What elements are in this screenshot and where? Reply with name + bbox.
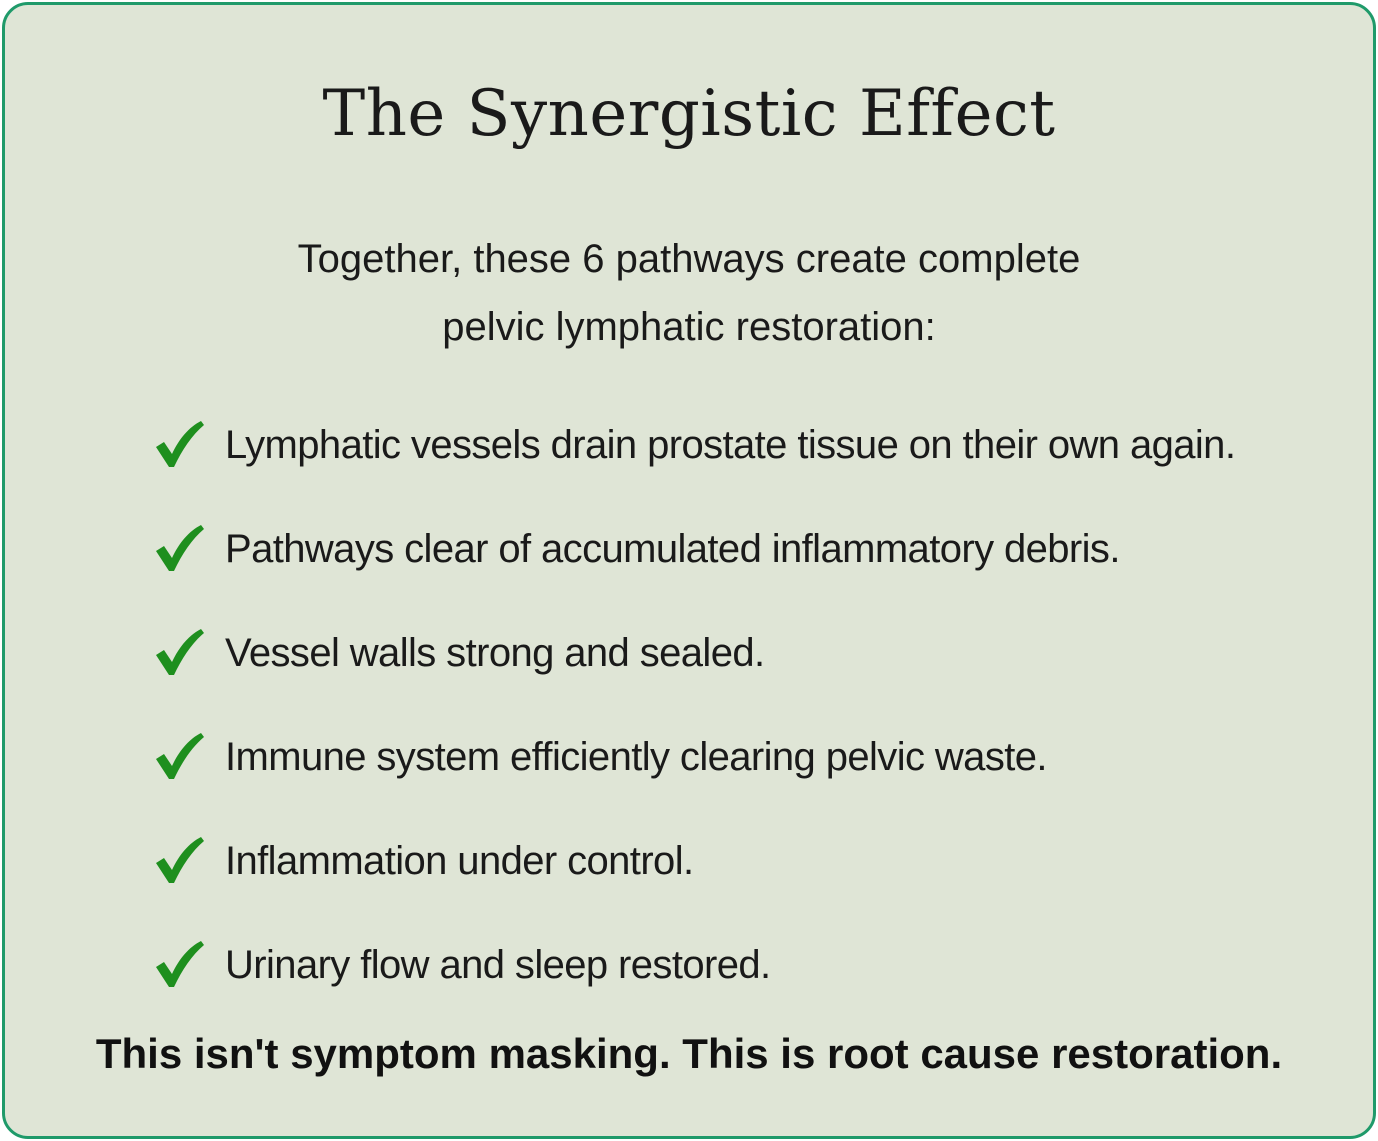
list-item: Immune system efficiently clearing pelvi… — [151, 705, 1235, 809]
intro-line-1: Together, these 6 pathways create comple… — [297, 237, 1081, 281]
list-item: Inflammation under control. — [151, 809, 1235, 913]
list-item-text: Immune system efficiently clearing pelvi… — [225, 734, 1048, 779]
checkmark-icon — [156, 941, 204, 987]
page-title: The Synergistic Effect — [322, 77, 1056, 151]
list-item-text: Lymphatic vessels drain prostate tissue … — [225, 422, 1236, 467]
list-item: Vessel walls strong and sealed. — [151, 601, 1235, 705]
list-item: Pathways clear of accumulated inflammato… — [151, 497, 1235, 601]
list-item-text: Urinary flow and sleep restored. — [225, 942, 771, 987]
checkmark-icon — [156, 421, 204, 467]
list-item: Lymphatic vessels drain prostate tissue … — [151, 393, 1236, 497]
list-item: Urinary flow and sleep restored. — [151, 913, 1235, 1017]
list-item-text: Vessel walls strong and sealed. — [225, 630, 765, 675]
list-item-text: Inflammation under control. — [225, 838, 694, 883]
checkmark-icon — [156, 837, 204, 883]
list-item-text: Pathways clear of accumulated inflammato… — [225, 526, 1120, 571]
intro-line-2: pelvic lymphatic restoration: — [442, 305, 936, 349]
intro-text: Together, these 6 pathways create comple… — [5, 225, 1373, 361]
checkmark-icon — [156, 629, 204, 675]
benefit-list: Lymphatic vessels drain prostate tissue … — [151, 393, 1236, 1017]
closing-statement: This isn't symptom masking. This is root… — [95, 1030, 1283, 1077]
checkmark-icon — [156, 733, 204, 779]
checkmark-icon — [156, 525, 204, 571]
